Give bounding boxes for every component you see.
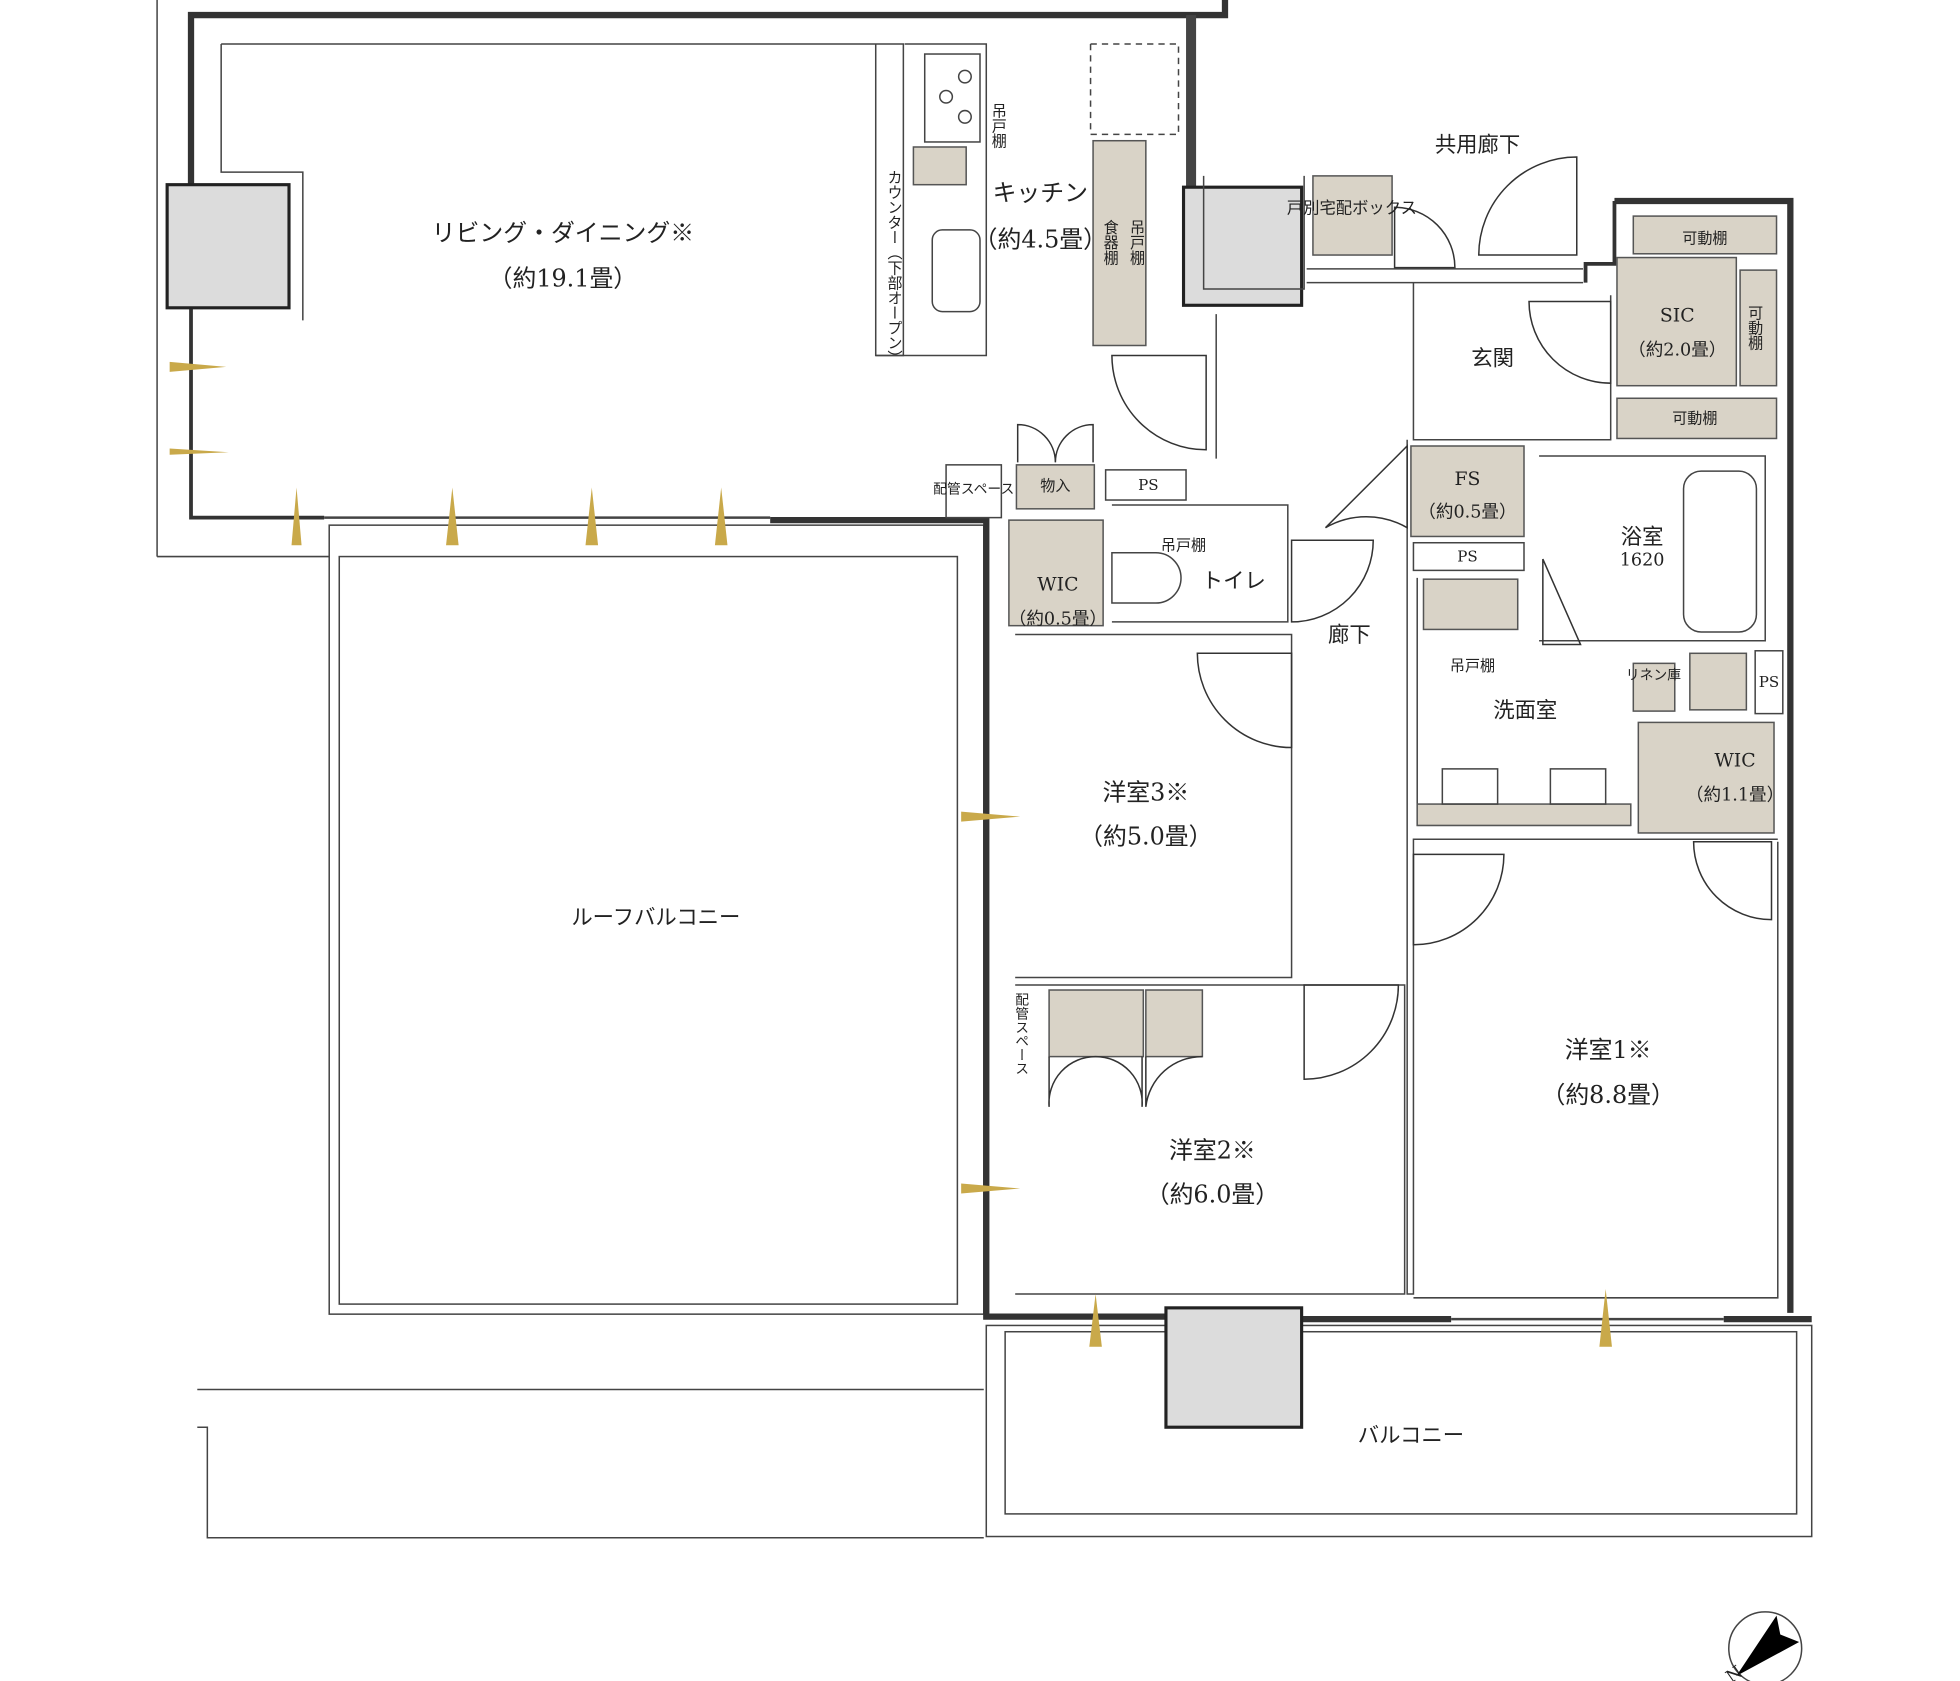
wash-upper-cabinet-label: 吊戸棚 [1450, 657, 1495, 675]
structural-column [1181, 185, 1304, 307]
bedroom1-name: 洋室1※ [1565, 1036, 1652, 1064]
washroom-label: 洗面室 [1493, 698, 1557, 723]
sic-shelf-top: 可動棚 [1682, 230, 1727, 248]
hallway-label: 廊下 [1328, 623, 1371, 648]
structural-column [1164, 1306, 1304, 1429]
kitchen-size: （約4.5畳） [974, 226, 1107, 254]
wic-small-size: （約0.5畳） [1009, 609, 1107, 629]
stove [923, 53, 981, 143]
bath-name: 浴室 [1621, 525, 1664, 550]
toilet-upper-cabinet-label: 吊戸棚 [1161, 536, 1206, 554]
fs-size: （約0.5畳） [1418, 503, 1516, 523]
wic-large-size: （約1.1畳） [1686, 785, 1784, 805]
ps-label: PS [1138, 476, 1158, 494]
dish-upper-cabinet-label: 吊戸棚 [1128, 220, 1146, 265]
bedroom2-name: 洋室2※ [1169, 1136, 1256, 1164]
ps-2-label: PS [1457, 548, 1477, 566]
living-name: リビング・ダイニング※ [432, 219, 694, 247]
room-labels: リビング・ダイニング※ （約19.1畳） キッチン （約4.5畳） カウンター（… [432, 103, 1785, 1448]
bath-size: 1620 [1620, 550, 1665, 570]
sic-name: SIC [1660, 306, 1695, 327]
ps-3-label: PS [1759, 673, 1779, 691]
balcony-area [985, 1324, 1813, 1538]
pipe-space-2-label: 配管スペース [1012, 993, 1029, 1076]
entrance-label: 玄関 [1471, 347, 1514, 372]
sic-shelf-side: 可動棚 [1746, 305, 1764, 350]
wash-basin [1549, 768, 1607, 805]
sic-shelf-bottom: 可動棚 [1672, 409, 1717, 427]
structural-column [165, 183, 291, 310]
interior-partitions [220, 43, 1779, 1299]
bedroom2-size: （約6.0畳） [1146, 1180, 1279, 1208]
balcony-label: バルコニー [1358, 1423, 1464, 1448]
toilet-label: トイレ [1202, 569, 1266, 594]
dish-cabinet-label: 食器棚 [1102, 220, 1120, 265]
counter-label: カウンター（下部オープン） [886, 170, 904, 366]
roof-balcony-area [156, 0, 985, 1539]
window-markers [169, 361, 1724, 1347]
common-corridor-label: 共用廊下 [1435, 133, 1520, 158]
bedroom3-name: 洋室3※ [1102, 778, 1189, 806]
kitchen-upper-cabinet-label: 吊戸棚 [990, 103, 1008, 148]
wic-small-name: WIC [1037, 574, 1078, 595]
wash-basin [1441, 768, 1499, 805]
pipe-space-label: 配管スペース [933, 482, 1014, 498]
bedroom3-size: （約5.0畳） [1079, 822, 1212, 850]
storage-label: 物入 [1040, 477, 1070, 495]
roof-balcony-label: ルーフバルコニー [571, 906, 740, 931]
living-size: （約19.1畳） [489, 264, 638, 292]
sink [931, 229, 981, 313]
doors[interactable] [1016, 156, 1773, 1107]
delivery-box-label: 戸別宅配ボックス [1287, 199, 1417, 218]
fs-name: FS [1454, 469, 1480, 490]
north-compass: N [1723, 1611, 1803, 1681]
bathtub [1682, 470, 1758, 633]
linen-label: リネン庫 [1626, 668, 1681, 684]
bedroom1-size: （約8.8畳） [1541, 1081, 1674, 1109]
wic-large-name: WIC [1714, 750, 1755, 771]
toilet-fixture [1111, 552, 1182, 604]
storage-fixtures [912, 139, 1784, 1058]
kitchen-name: キッチン [993, 179, 1088, 207]
exterior-walls [187, 0, 1812, 1323]
sic-size: （約2.0畳） [1628, 341, 1726, 361]
